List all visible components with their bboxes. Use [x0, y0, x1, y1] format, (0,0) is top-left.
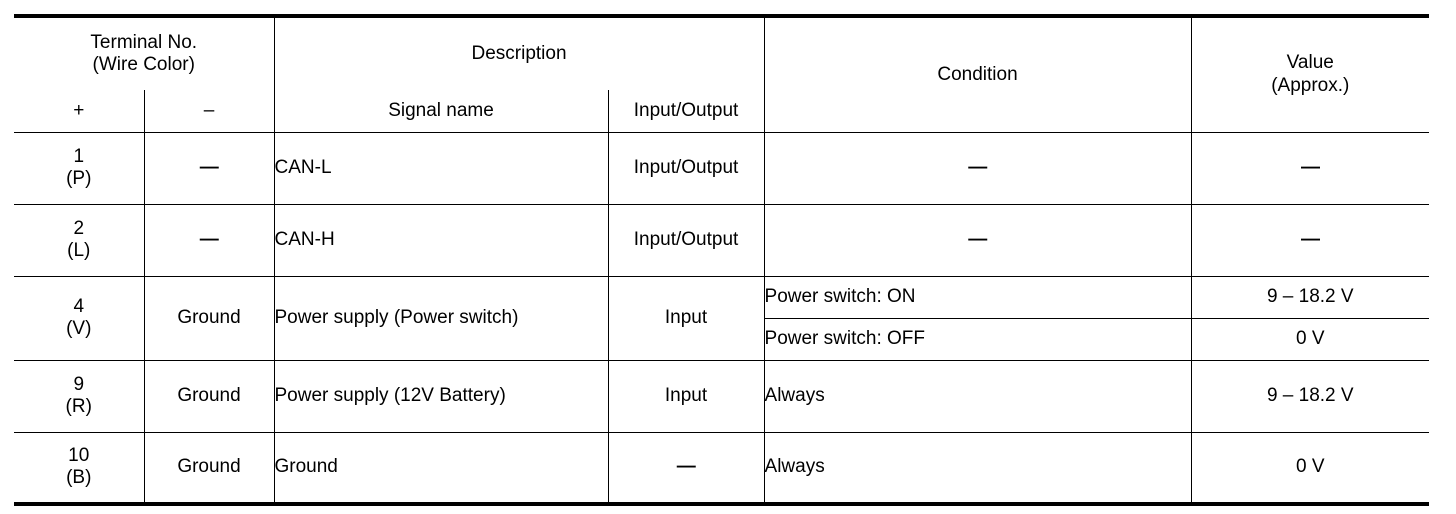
cell-signal-name: Power supply (12V Battery) [273, 360, 608, 433]
header-terminal-minus: – [143, 90, 274, 133]
header-value: Value (Approx.) [1190, 14, 1430, 133]
cell-value: — [1190, 132, 1430, 205]
cell-condition: Power switch: OFF [763, 318, 1192, 361]
cell-condition: — [763, 132, 1192, 205]
table-header: Terminal No. (Wire Color) Description Co… [14, 14, 1430, 133]
header-terminal-no: Terminal No. (Wire Color) [14, 14, 274, 90]
cell-signal-name: Ground [273, 432, 608, 506]
cell-value: 9 – 18.2 V [1190, 276, 1430, 319]
cell-value: 0 V [1190, 318, 1430, 361]
cell-condition: Power switch: ON [763, 276, 1192, 319]
header-terminal-plus: + [14, 90, 144, 133]
cell-input-output: Input/Output [607, 132, 765, 205]
header-signal-name: Signal name [273, 90, 608, 133]
cell-terminal-no: 4 (V) [14, 276, 144, 361]
cell-terminal-minus: Ground [143, 276, 274, 361]
cell-terminal-minus: — [143, 204, 274, 277]
cell-input-output: Input [607, 276, 765, 361]
cell-input-output: Input [607, 360, 765, 433]
cell-terminal-minus: Ground [143, 432, 274, 506]
cell-terminal-no: 2 (L) [14, 204, 144, 277]
cell-signal-name: Power supply (Power switch) [273, 276, 608, 361]
em-dash: — [968, 156, 987, 178]
terminal-layout-table: Terminal No. (Wire Color) Description Co… [14, 14, 1430, 506]
cell-input-output: — [607, 432, 765, 506]
cell-input-output: Input/Output [607, 204, 765, 277]
table-row: 1 (P) — CAN-LInput/Output — — [14, 132, 1430, 205]
em-dash: — [1301, 228, 1320, 250]
cell-condition: — [763, 204, 1192, 277]
cell-condition: Always [763, 360, 1192, 433]
cell-terminal-minus: — [143, 132, 274, 205]
header-condition: Condition [763, 14, 1192, 133]
em-dash: — [199, 228, 219, 250]
cell-value: — [1190, 204, 1430, 277]
em-dash: — [676, 456, 696, 478]
em-dash: — [1301, 156, 1320, 178]
cell-terminal-minus: Ground [143, 360, 274, 433]
cell-value: 9 – 18.2 V [1190, 360, 1430, 433]
cell-condition: Always [763, 432, 1192, 506]
header-input-output: Input/Output [607, 90, 765, 133]
em-dash: — [199, 156, 219, 178]
em-dash: — [968, 228, 987, 250]
cell-terminal-no: 10 (B) [14, 432, 144, 506]
cell-signal-name: CAN-H [273, 204, 608, 277]
cell-terminal-no: 1 (P) [14, 132, 144, 205]
table-row: 2 (L) — CAN-HInput/Output — — [14, 204, 1430, 277]
header-description: Description [273, 14, 765, 90]
cell-signal-name: CAN-L [273, 132, 608, 205]
cell-value: 0 V [1190, 432, 1430, 506]
header-row-primary: Terminal No. (Wire Color) Description Co… [14, 14, 1430, 133]
header-row-secondary: + – Signal name Input/Output [14, 90, 1429, 133]
cell-terminal-no: 9 (R) [14, 360, 144, 433]
